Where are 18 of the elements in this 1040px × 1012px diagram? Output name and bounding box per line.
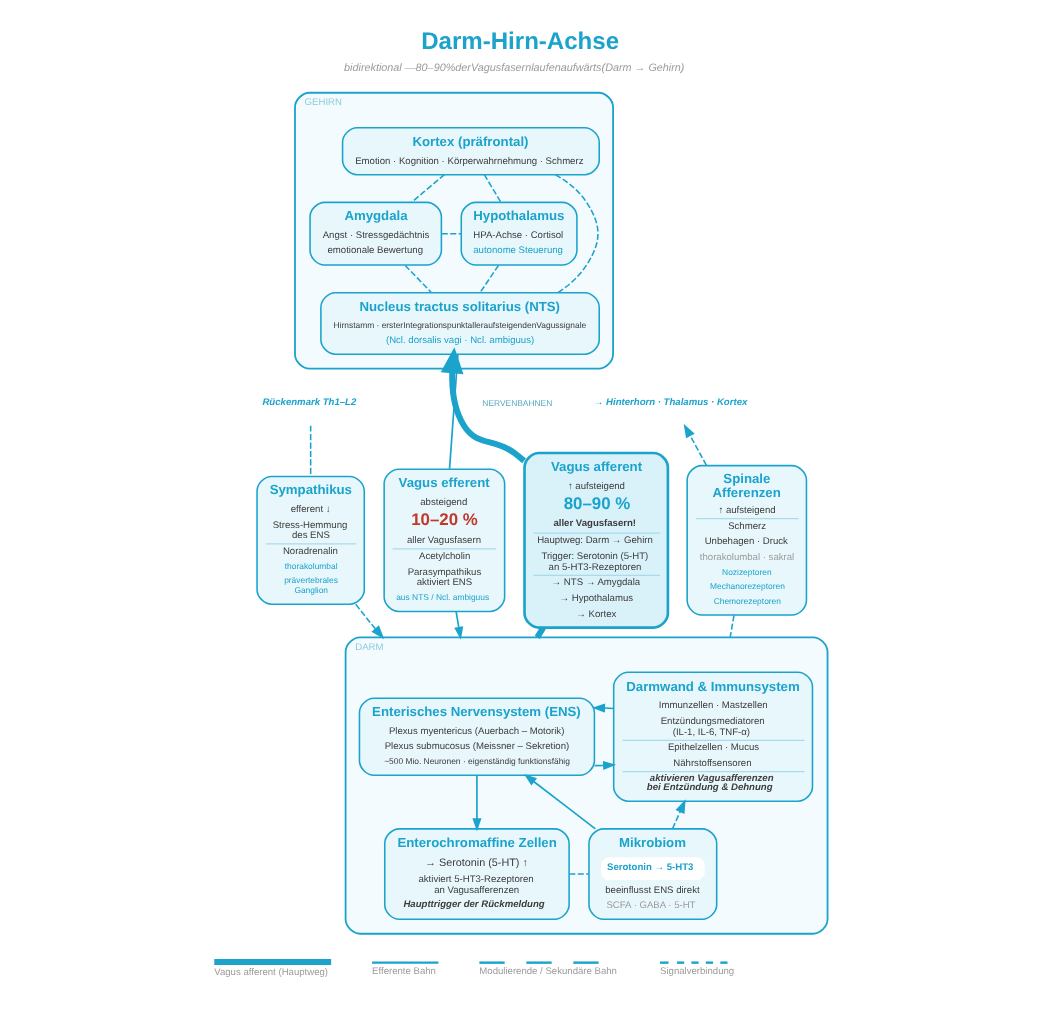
connector <box>534 626 546 639</box>
connector <box>729 614 735 639</box>
connector <box>479 264 500 293</box>
connector <box>410 173 446 203</box>
connector <box>404 264 432 293</box>
arrow <box>440 347 526 464</box>
connector <box>441 232 462 235</box>
arrow <box>671 799 686 830</box>
arrow <box>472 774 482 832</box>
arrow <box>683 423 708 467</box>
connector <box>448 353 459 470</box>
connector <box>568 873 590 875</box>
arrow <box>523 773 597 830</box>
arrow <box>592 703 615 713</box>
connector <box>483 173 502 203</box>
diagram-title: Darm-Hirn-Achse <box>421 26 620 55</box>
arrow <box>355 603 385 640</box>
connector <box>309 425 312 477</box>
